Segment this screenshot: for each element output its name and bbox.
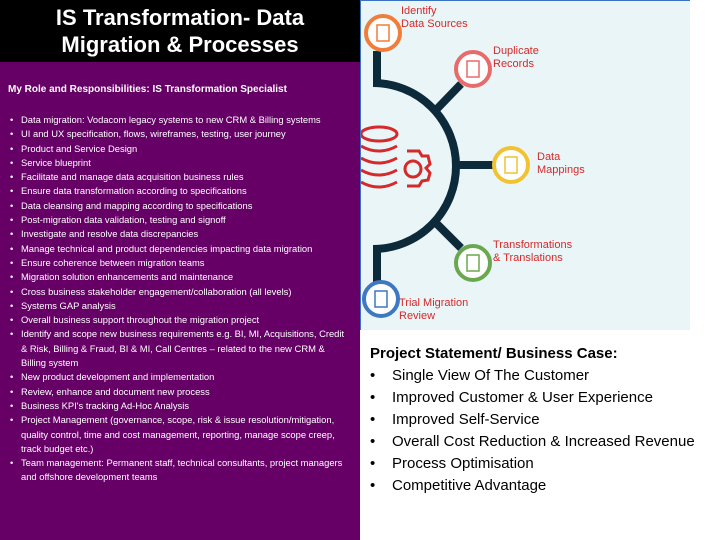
statement-list: Single View Of The CustomerImproved Cust… — [370, 365, 715, 497]
step-label-line: Trial Migration — [399, 297, 469, 309]
step-label-line: Data Sources — [401, 18, 468, 30]
responsibility-item: UI and UX specification, flows, wirefram… — [8, 127, 352, 142]
document-edit-icon — [504, 156, 518, 174]
step-label-line: Review — [399, 310, 436, 322]
connector-2 — [430, 81, 464, 116]
responsibility-item: Post-migration data validation, testing … — [8, 213, 352, 228]
responsibility-item: Product and Service Design — [8, 142, 352, 157]
responsibility-item: New product development and implementati… — [8, 370, 352, 385]
responsibilities-list: Data migration: Vodacom legacy systems t… — [8, 113, 352, 485]
responsibility-item: Investigate and resolve data discrepanci… — [8, 227, 352, 242]
step-label-line: Data — [537, 151, 561, 163]
responsibility-item: Service blueprint — [8, 156, 352, 171]
responsibility-item: Overall business support throughout the … — [8, 313, 352, 328]
statement-item: Improved Self-Service — [370, 409, 715, 431]
responsibilities-panel: My Role and Responsibilities: IS Transfo… — [0, 62, 360, 540]
responsibility-item: Migration solution enhancements and main… — [8, 270, 352, 285]
statement-item: Improved Customer & User Experience — [370, 387, 715, 409]
hub-arc — [372, 79, 460, 253]
step-circle — [362, 280, 400, 318]
step-label: Transformations& Translations — [493, 239, 572, 265]
statement-item: Overall Cost Reduction & Increased Reven… — [370, 431, 715, 453]
responsibility-item: Data cleansing and mapping according to … — [8, 199, 352, 214]
title-line-2: Migration & Processes — [61, 32, 299, 57]
spreadsheet-icon — [376, 24, 390, 42]
step-circle — [454, 50, 492, 88]
step-label-line: Records — [493, 58, 534, 70]
step-label-line: Mappings — [537, 164, 585, 176]
database-gear-icon — [361, 125, 432, 189]
responsibility-item: Facilitate and manage data acquisition b… — [8, 170, 352, 185]
step-circle — [492, 146, 530, 184]
statement-item: Competitive Advantage — [370, 475, 715, 497]
responsibility-item: Ensure data transformation according to … — [8, 184, 352, 199]
role-heading: My Role and Responsibilities: IS Transfo… — [8, 84, 287, 95]
responsibility-item: Team management: Permanent staff, techni… — [8, 456, 352, 485]
statement-item: Process Optimisation — [370, 453, 715, 475]
step-circle — [454, 244, 492, 282]
responsibility-item: Identify and scope new business requirem… — [8, 327, 352, 370]
responsibility-item: Ensure coherence between migration teams — [8, 256, 352, 271]
connector-4 — [431, 218, 464, 251]
statement-title: Project Statement/ Business Case: — [370, 345, 618, 362]
responsibility-item: Cross business stakeholder engagement/co… — [8, 285, 352, 300]
responsibility-item: Project Management (governance, scope, r… — [8, 413, 352, 456]
step-circle — [364, 14, 402, 52]
step-label-line: & Translations — [493, 252, 563, 264]
globe-icon — [466, 254, 480, 272]
responsibility-item: Business KPI's tracking Ad-Hoc Analysis — [8, 399, 352, 414]
responsibility-item: Systems GAP analysis — [8, 299, 352, 314]
slide-title: IS Transformation- Data Migration & Proc… — [0, 0, 360, 62]
copy-icon — [466, 60, 480, 78]
process-diagram-svg — [361, 14, 530, 318]
responsibility-item: Data migration: Vodacom legacy systems t… — [8, 113, 352, 128]
step-label-line: Identify — [401, 5, 437, 17]
step-label-line: Duplicate — [493, 45, 539, 57]
step-label-line: Transformations — [493, 239, 573, 251]
title-line-1: IS Transformation- Data — [55, 5, 305, 30]
statement-item: Single View Of The Customer — [370, 365, 715, 387]
document-search-icon — [374, 290, 388, 308]
project-statement: Project Statement/ Business Case: Single… — [370, 345, 715, 497]
responsibility-item: Review, enhance and document new process — [8, 385, 352, 400]
responsibility-item: Manage technical and product dependencie… — [8, 242, 352, 257]
